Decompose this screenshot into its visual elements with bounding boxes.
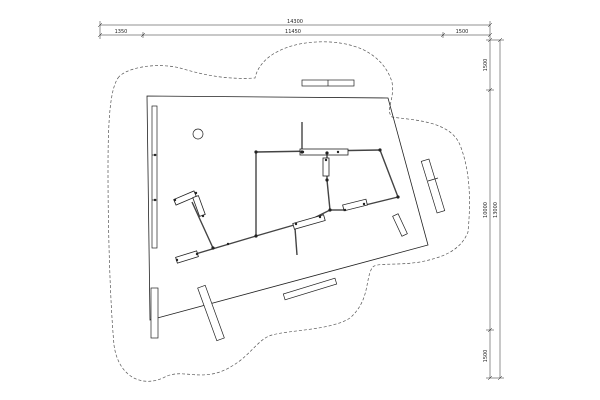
bench-left-wall [151,105,158,249]
panel-vertical-mid [322,157,330,177]
dashed-site-boundary [107,41,470,382]
panel-top-center [299,148,349,156]
bench-bottom-center [282,277,338,301]
bench-right-top [420,158,446,214]
dim-top-middle: 11450 [285,29,301,35]
bench-left-bottom [150,287,159,339]
track-network [191,122,399,256]
track-panels [173,148,368,264]
panel-left-lower [175,250,199,264]
panel-right [342,198,368,212]
panel-left-upper-leg [192,195,206,217]
floor-outline [146,95,429,321]
bench-right-inner [392,213,408,237]
junction-nodes [153,148,400,262]
dim-right-total: 13000 [493,202,499,218]
dim-top-total: 14300 [287,19,303,25]
dim-right-top: 1500 [483,59,489,72]
fixtures [150,79,446,342]
panel-mid [292,214,326,230]
bench-bottom-left [197,284,225,342]
top-dimension-lines [97,21,493,39]
dim-right-bottom: 1500 [483,350,489,363]
round-column [192,128,204,140]
dim-top-left: 1350 [115,29,128,35]
right-dimension-lines [486,37,504,381]
dim-right-middle: 10000 [483,202,489,218]
dim-top-right: 1500 [456,29,469,35]
